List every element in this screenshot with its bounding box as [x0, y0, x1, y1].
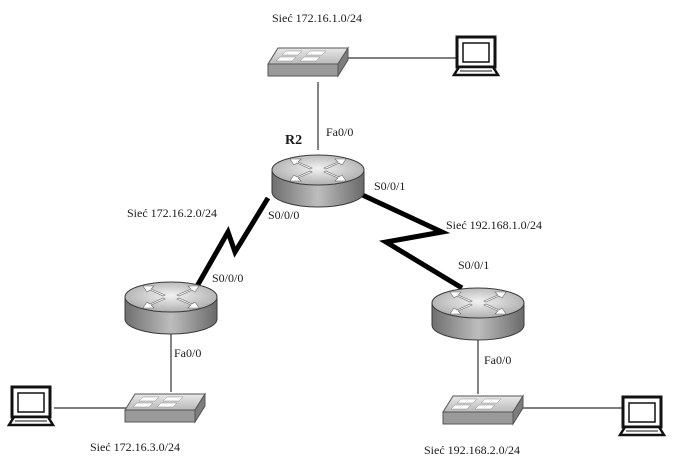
switch-icon: [267, 47, 349, 77]
switch-icon: [442, 395, 524, 425]
network-label-left-serial: Sieć 172.16.2.0/24: [127, 206, 217, 220]
interface-label-right-s001: S0/0/1: [458, 258, 490, 272]
computer-icon: [618, 395, 666, 437]
router-icon: [124, 281, 218, 335]
network-label-top: Sieć 172.16.1.0/24: [272, 11, 362, 25]
interface-label-r2-s001: S0/0/1: [374, 179, 406, 193]
serial-link-r2-left: [193, 196, 271, 290]
interface-label-r2-fa: Fa0/0: [326, 125, 354, 139]
interface-label-right-fa: Fa0/0: [484, 353, 512, 367]
switch-icon: [124, 393, 206, 423]
router-icon: [431, 287, 525, 341]
network-label-right-serial: Sieć 192.168.1.0/24: [446, 218, 542, 232]
network-label-bottom-right: Sieć 192.168.2.0/24: [424, 443, 520, 457]
serial-link-r2-right: [354, 189, 464, 291]
router-name-r2: R2: [285, 133, 303, 148]
network-label-bottom-left: Sieć 172.16.3.0/24: [90, 440, 180, 454]
interface-label-r2-s000: S0/0/0: [268, 208, 300, 222]
computer-icon: [452, 35, 500, 77]
router-icon: [271, 154, 365, 208]
interface-label-left-s000: S0/0/0: [212, 271, 244, 285]
interface-label-left-fa: Fa0/0: [174, 346, 202, 360]
computer-icon: [7, 385, 55, 427]
